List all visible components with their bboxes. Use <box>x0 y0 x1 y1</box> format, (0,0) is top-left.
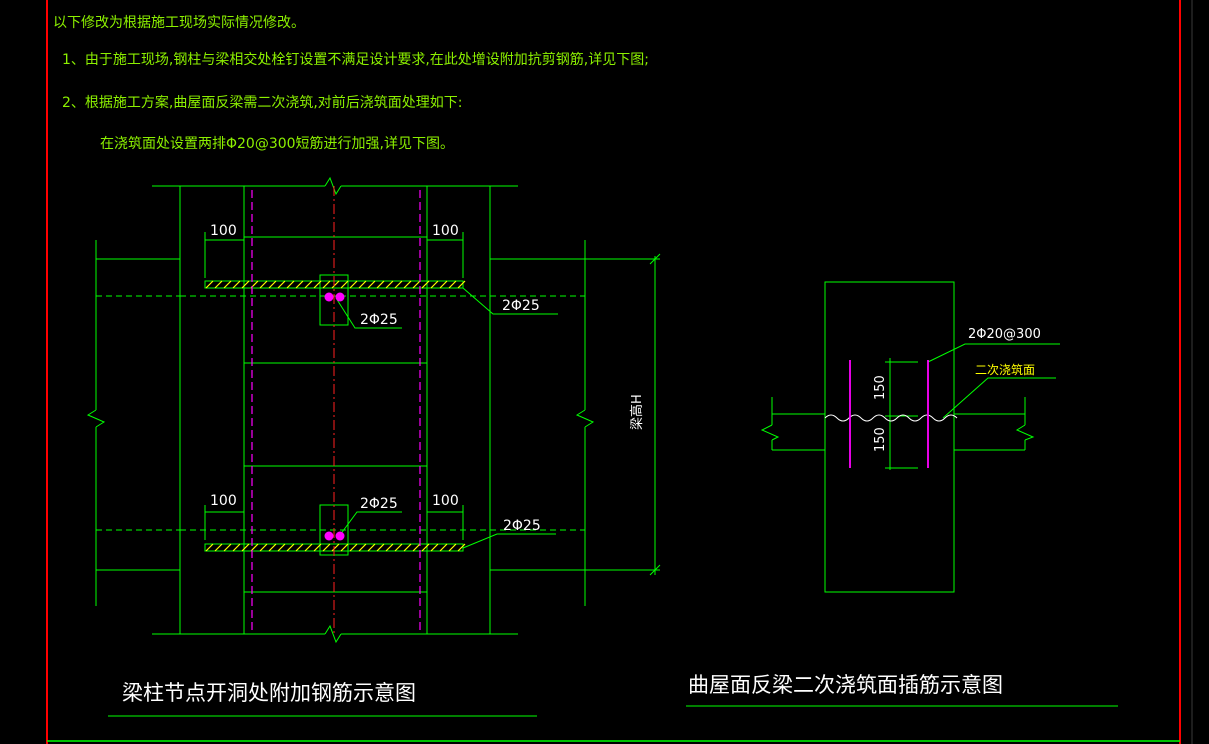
hatch-line <box>340 543 349 552</box>
hatch-line <box>439 280 448 289</box>
hatch-line <box>430 280 439 289</box>
hatch-line <box>250 543 259 552</box>
hatch-line <box>367 543 376 552</box>
label-outer-top: 2Φ25 <box>502 298 540 314</box>
label-dim-lower: 150 <box>873 427 888 452</box>
hatch-line <box>412 543 421 552</box>
column-web-lines <box>251 190 421 630</box>
hatch-line <box>340 280 349 289</box>
hatch-line <box>457 280 466 289</box>
hatch-line <box>214 543 223 552</box>
hatch-line <box>268 280 277 289</box>
hatch-line <box>232 543 241 552</box>
hatch-line <box>286 280 295 289</box>
hatch-line <box>385 543 394 552</box>
hatch-line <box>358 543 367 552</box>
reverse-beam-drawing <box>760 281 1060 593</box>
beam-column-joint-drawing <box>86 176 661 717</box>
notes-header: 以下修改为根据施工现场实际情况修改。 <box>53 15 305 31</box>
dowel-bars <box>849 360 929 468</box>
hatch-line <box>268 543 277 552</box>
rebar-hatching <box>205 280 466 552</box>
hatch-line <box>241 543 250 552</box>
dim-top-right: 100 <box>432 223 459 239</box>
hatch-line <box>430 543 439 552</box>
hatch-line <box>277 280 286 289</box>
hatch-line <box>259 543 268 552</box>
notes-item-1: 1、由于施工现场,钢柱与梁相交处栓钉设置不满足设计要求,在此处增设附加抗剪钢筋,… <box>62 52 649 68</box>
hatch-line <box>304 543 313 552</box>
hatch-line <box>286 543 295 552</box>
drawing-frame <box>46 0 1193 744</box>
hatch-line <box>304 280 313 289</box>
hatch-line <box>205 543 214 552</box>
hatch-line <box>223 280 232 289</box>
hatch-line <box>322 543 331 552</box>
dim-bot-right: 100 <box>432 493 459 509</box>
hatch-line <box>349 280 358 289</box>
hatch-line <box>241 280 250 289</box>
hatch-line <box>439 543 448 552</box>
hatch-line <box>295 280 304 289</box>
hatch-line <box>313 543 322 552</box>
hatch-line <box>259 280 268 289</box>
hatch-line <box>385 280 394 289</box>
hatch-line <box>448 280 457 289</box>
hatch-line <box>376 543 385 552</box>
hatch-line <box>421 280 430 289</box>
hatch-line <box>394 280 403 289</box>
hatch-line <box>403 543 412 552</box>
label-inner-bot: 2Φ25 <box>360 496 398 512</box>
label-dowel-bars: 2Φ20@300 <box>968 327 1041 342</box>
rebar-dots <box>324 292 345 541</box>
hatch-line <box>412 280 421 289</box>
label-beam-height: 梁高H <box>629 394 645 430</box>
notes-item-2: 2、根据施工方案,曲屋面反梁需二次浇筑,对前后浇筑面处理如下: <box>62 95 463 111</box>
hatch-line <box>367 280 376 289</box>
label-dim-upper: 150 <box>873 375 888 400</box>
hatch-line <box>331 543 340 552</box>
notes-item-2-detail: 在浇筑面处设置两排Φ20@300短筋进行加强,详见下图。 <box>100 136 455 152</box>
dim-bot-left: 100 <box>210 493 237 509</box>
construction-joint-line <box>824 414 958 422</box>
hatch-line <box>277 543 286 552</box>
hatch-line <box>376 280 385 289</box>
hatch-line <box>205 280 214 289</box>
hatch-line <box>457 543 466 552</box>
hatch-line <box>331 280 340 289</box>
hatch-line <box>403 280 412 289</box>
hatch-line <box>313 280 322 289</box>
hatch-line <box>295 543 304 552</box>
hatch-line <box>448 543 457 552</box>
hatch-line <box>214 280 223 289</box>
hatch-line <box>232 280 241 289</box>
label-pour-joint: 二次浇筑面 <box>975 362 1035 377</box>
hatch-line <box>394 543 403 552</box>
dim-top-left: 100 <box>210 223 237 239</box>
label-inner-top: 2Φ25 <box>360 312 398 328</box>
hatch-line <box>223 543 232 552</box>
right-drawing-title: 曲屋面反梁二次浇筑面插筋示意图 <box>688 673 1003 697</box>
hatch-line <box>358 280 367 289</box>
label-outer-bot: 2Φ25 <box>503 518 541 534</box>
left-drawing-title: 梁柱节点开洞处附加钢筋示意图 <box>122 681 416 705</box>
hatch-line <box>421 543 430 552</box>
hatch-line <box>349 543 358 552</box>
hatch-line <box>322 280 331 289</box>
